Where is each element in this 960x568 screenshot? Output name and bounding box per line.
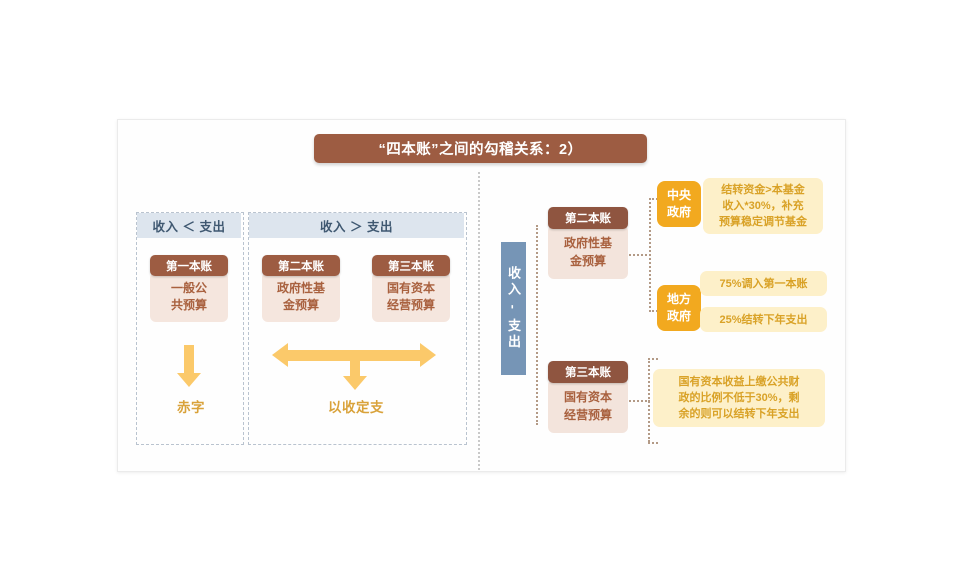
connector-third-bottom: [648, 442, 658, 444]
arrow-double-horizontal-icon: [272, 343, 436, 367]
center-vertical-label: 收入 - 支出: [506, 266, 521, 351]
account-second-left-line2: 金预算: [282, 298, 319, 312]
badge-central-government[interactable]: 中央 政府: [657, 181, 701, 227]
account-third-left-body: 国有资本 经营预算: [372, 272, 450, 322]
account-second-left-label: 第二本账: [278, 260, 324, 273]
account-card-second-left[interactable]: 第二本账 政府性基 金预算: [262, 255, 340, 322]
note-central-government: 结转资金>本基金 收入*30%，补充 预算稳定调节基金: [703, 178, 823, 234]
account-card-first[interactable]: 第一本账 一般公 共预算: [150, 255, 228, 322]
panel-deficit-header: 收入 ＜ 支出: [137, 213, 241, 238]
account-card-third-right[interactable]: 第三本账 国有资本 经营预算: [548, 361, 628, 433]
account-third-right-line1: 国有资本: [563, 390, 612, 404]
note-third-line2: 政的比例不低于30%，剩: [678, 392, 800, 404]
account-third-left-header: 第三本账: [372, 255, 450, 276]
account-third-right-label: 第三本账: [565, 367, 611, 379]
connector-third-top: [648, 358, 658, 360]
account-third-left-line2: 经营预算: [386, 298, 435, 312]
connector-left-bracket: [536, 225, 538, 425]
vertical-dotted-divider: [478, 172, 480, 470]
connector-second-stub: [625, 254, 651, 256]
outcome-label-surplus: 以收定支: [328, 400, 384, 415]
note-local-carryover: 25%结转下年支出: [700, 307, 827, 332]
title-banner: “四本账”之间的勾稽关系：2）: [314, 134, 647, 163]
connector-second-vertical: [649, 198, 651, 312]
account-second-right-line2: 金预算: [569, 254, 606, 268]
note-local-transfer-text: 75%调入第一本账: [719, 277, 808, 290]
note-third-line1: 国有资本收益上缴公共财: [678, 376, 800, 388]
account-third-right-header: 第三本账: [548, 361, 628, 383]
badge-central-line2: 政府: [666, 205, 691, 219]
account-first-body: 一般公 共预算: [150, 272, 228, 322]
note-central-line3: 预算稳定调节基金: [719, 216, 807, 228]
center-vertical-bar: 收入 - 支出: [501, 242, 526, 375]
arrow-down-icon: [177, 345, 201, 387]
page-title: “四本账”之间的勾稽关系：2）: [378, 142, 583, 158]
account-first-header: 第一本账: [150, 255, 228, 276]
note-central-line2: 收入*30%，补充: [722, 200, 804, 212]
note-third-account: 国有资本收益上缴公共财 政的比例不低于30%，剩 余的则可以结转下年支出: [653, 369, 825, 427]
panel-surplus-header: 收入 ＞ 支出: [249, 213, 464, 238]
account-third-right-body: 国有资本 经营预算: [548, 379, 628, 433]
note-central-line1: 结转资金>本基金: [721, 184, 805, 196]
connector-third-vertical: [648, 358, 650, 442]
connector-second-bottom: [649, 310, 661, 312]
account-first-label: 第一本账: [166, 260, 212, 273]
badge-local-line2: 政府: [666, 309, 691, 323]
account-second-right-header: 第二本账: [548, 207, 628, 229]
account-second-left-body: 政府性基 金预算: [262, 272, 340, 322]
account-card-second-right[interactable]: 第二本账 政府性基 金预算: [548, 207, 628, 279]
note-local-transfer: 75%调入第一本账: [700, 271, 827, 296]
panel-deficit: [136, 212, 244, 445]
account-first-line1: 一般公: [170, 281, 207, 295]
account-second-right-body: 政府性基 金预算: [548, 225, 628, 279]
outcome-label-deficit: 赤字: [177, 400, 205, 415]
badge-local-government[interactable]: 地方 政府: [657, 285, 701, 331]
account-second-right-label: 第二本账: [565, 213, 611, 225]
panel-deficit-header-label: 收入 ＜ 支出: [152, 220, 226, 234]
arrow-down-stem-icon: [343, 358, 367, 390]
account-third-left-line1: 国有资本: [386, 281, 435, 295]
connector-third-stub: [622, 400, 650, 402]
badge-local-line1: 地方: [666, 292, 691, 306]
panel-surplus: [248, 212, 467, 445]
account-third-right-line2: 经营预算: [563, 408, 612, 422]
account-card-third-left[interactable]: 第三本账 国有资本 经营预算: [372, 255, 450, 322]
account-third-left-label: 第三本账: [388, 260, 434, 273]
account-second-left-line1: 政府性基: [276, 281, 325, 295]
account-second-left-header: 第二本账: [262, 255, 340, 276]
note-third-line3: 余的则可以结转下年支出: [678, 408, 800, 420]
account-second-right-line1: 政府性基: [563, 236, 612, 250]
connector-second-top: [649, 198, 661, 200]
badge-central-line1: 中央: [666, 188, 691, 202]
note-local-carryover-text: 25%结转下年支出: [719, 313, 808, 326]
panel-surplus-header-label: 收入 ＞ 支出: [320, 220, 393, 234]
account-first-line2: 共预算: [170, 298, 207, 312]
